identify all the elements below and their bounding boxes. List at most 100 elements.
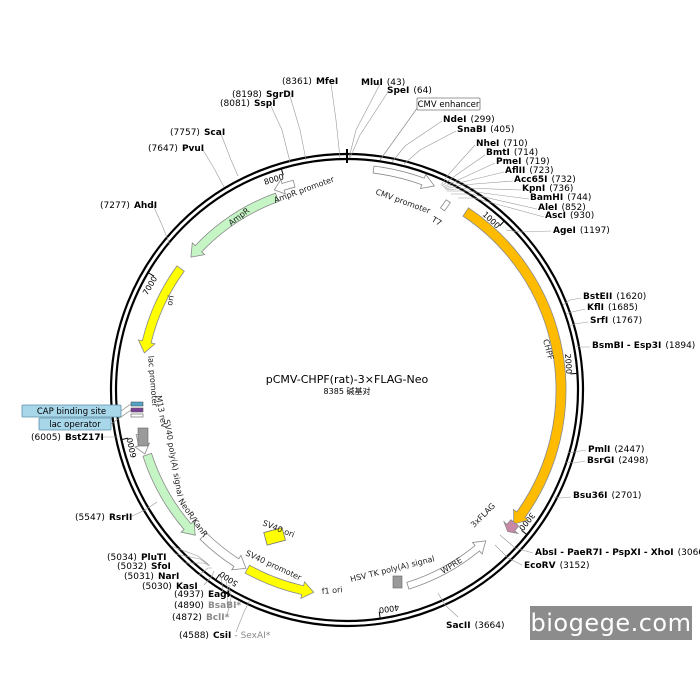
feature-neor-kanr <box>142 452 196 536</box>
cmv-enhancer-label: CMV enhancer <box>418 100 480 110</box>
site-leader-bsu36i <box>553 496 572 499</box>
cap-binding-leader <box>120 403 132 412</box>
tick-mark-2000 <box>570 372 578 375</box>
lac-promoter-label: lac promoter <box>146 355 159 407</box>
site-leader-xhoi <box>499 534 534 554</box>
site-leader-kfli <box>565 308 586 315</box>
site-label-nhei: NheI(710) <box>476 139 528 149</box>
site-leader-bsrgi <box>564 460 586 464</box>
plasmid-length: 8385 碱基对 <box>324 386 371 396</box>
feature-cmv-promoter <box>372 165 436 189</box>
site-label-sfoi: (5032)SfoI <box>117 562 171 572</box>
site-leader-ndei <box>391 120 443 163</box>
site-leader-sgrdi <box>289 95 307 161</box>
site-leader-srfi <box>568 321 589 327</box>
site-label-bsrgi: BsrGI(2498) <box>587 456 648 466</box>
site-leader-mlui <box>348 83 381 159</box>
left-bottom-site-leaders <box>170 545 232 617</box>
ampr-label: AmpR <box>227 206 252 228</box>
restriction-sites: MluI(43) SpeI(64) NdeI(299) SnaBI(405) N… <box>31 77 700 641</box>
site-leader-sacii <box>437 592 459 618</box>
t7-label: T7 <box>429 214 443 227</box>
site-leader-ecorv <box>494 544 523 566</box>
site-label-bamhi: BamHI(744) <box>530 193 591 203</box>
site-label-sspi: (8081)SspI <box>220 99 276 109</box>
site-label-ndei: NdeI(299) <box>443 115 495 125</box>
site-label-ahdi: (7277)AhdI <box>100 201 157 211</box>
3xflag-label: 3xFLAG <box>469 501 497 529</box>
site-label-pluti: (5034)PluTI <box>107 553 167 563</box>
tick-label-4000: 4000 <box>378 603 399 615</box>
site-label-bstz17i: (6005)BstZ17I <box>31 433 104 443</box>
site-label-bmti: BmtI(714) <box>486 148 538 158</box>
site-label-kfli: KflI(1685) <box>587 303 638 313</box>
f1-ori-label: f1 ori <box>321 585 343 596</box>
site-label-snabi: SnaBI(405) <box>457 125 514 135</box>
site-label-asci: AscI(930) <box>545 211 594 221</box>
tick-mark-5000 <box>215 573 220 581</box>
site-label-kpni: KpnI(736) <box>522 184 573 194</box>
site-label-csii: (4588)CsiI-SexAI* <box>179 631 271 641</box>
m13-rev-marker <box>137 427 149 447</box>
cap-binding-marker <box>130 401 144 407</box>
site-label-rsrii: (5547)RsrII <box>75 513 132 523</box>
plasmid-title: pCMV-CHPF(rat)-3×FLAG-Neo <box>266 373 429 386</box>
cmv-enhancer-box <box>416 97 481 111</box>
lac-operator-marker <box>130 407 144 413</box>
site-label-acc65i: Acc65I(732) <box>514 175 576 185</box>
watermark-logo: biogege.com <box>530 606 692 640</box>
feature-sv40-promoter <box>199 532 247 571</box>
tick-mark-3000 <box>521 529 528 536</box>
site-label-sacii: SacII(3664) <box>446 621 505 631</box>
site-label-nari: (5031)NarI <box>124 572 179 582</box>
tick-mark-1000 <box>499 220 505 227</box>
site-leader-mfei <box>330 83 341 159</box>
site-label-ecorv: EcoRV(3152) <box>524 561 590 571</box>
cap-binding-label: CAP binding site <box>37 407 106 417</box>
site-leader-bsteii <box>562 297 582 306</box>
lac-promoter-marker <box>130 413 144 418</box>
site-label-agei: AgeI(1197) <box>553 226 610 236</box>
site-label-alei: AleI(852) <box>538 203 586 213</box>
site-leader-rsrii <box>129 501 158 518</box>
site-label-bsabi: (4890)BsaBI* <box>174 601 241 611</box>
tick-mark-7000 <box>147 272 155 277</box>
cmv-promoter-label: CMV promoter <box>374 187 432 215</box>
site-label-bsu36i: Bsu36I(2701) <box>573 491 641 501</box>
tick-mark-8000 <box>280 168 284 176</box>
site-leader-ahdi <box>152 204 171 246</box>
site-label-xhoi: AbsI - PaeR7I - PspXI - XhoI(3066) <box>535 548 700 558</box>
site-label-pvui: (7647)PvuI <box>148 144 204 154</box>
site-leader-spei <box>349 91 389 159</box>
site-label-bsmbi: BsmBI - Esp3I(1894) <box>592 341 695 351</box>
site-label-spei: SpeI(64) <box>387 86 432 96</box>
site-label-eagi: (4937)EagI <box>174 590 230 600</box>
site-label-bcli: (4872)BclI* <box>172 613 230 623</box>
feature-3xflag <box>503 519 520 535</box>
site-label-aflii: AflII(723) <box>505 166 554 176</box>
site-label-sgrdi: (8198)SgrDI <box>232 90 294 100</box>
wpre-label: WPRE <box>439 556 464 576</box>
feature-chpf <box>462 207 567 525</box>
feature-f1-ori <box>244 564 315 600</box>
site-leader-bsmbi <box>575 345 590 348</box>
hsv-tk-polya-box <box>392 575 403 589</box>
site-label-scai: (7757)ScaI <box>170 128 225 138</box>
tick-mark-6000 <box>121 437 129 441</box>
feature-wpre <box>406 540 487 590</box>
tick-label-2000: 2000 <box>563 353 573 374</box>
site-leader-agei <box>505 229 552 233</box>
site-label-bsteii: BstEII(1620) <box>583 292 646 302</box>
tick-label-6000: 6000 <box>125 437 138 459</box>
site-leader-snabi <box>403 130 457 165</box>
lac-operator-label: lac operator <box>49 420 101 430</box>
site-label-kasi: (5030)KasI <box>142 582 198 592</box>
site-leader-sspi <box>269 103 291 163</box>
feature-ampr <box>190 192 280 258</box>
feature-layer <box>134 165 567 600</box>
site-label-mlui: MluI(43) <box>361 78 405 88</box>
cmv-enhancer-leader <box>379 106 419 161</box>
feature-ampr-promoter <box>273 178 296 195</box>
mcs-site-leaders <box>440 144 545 218</box>
